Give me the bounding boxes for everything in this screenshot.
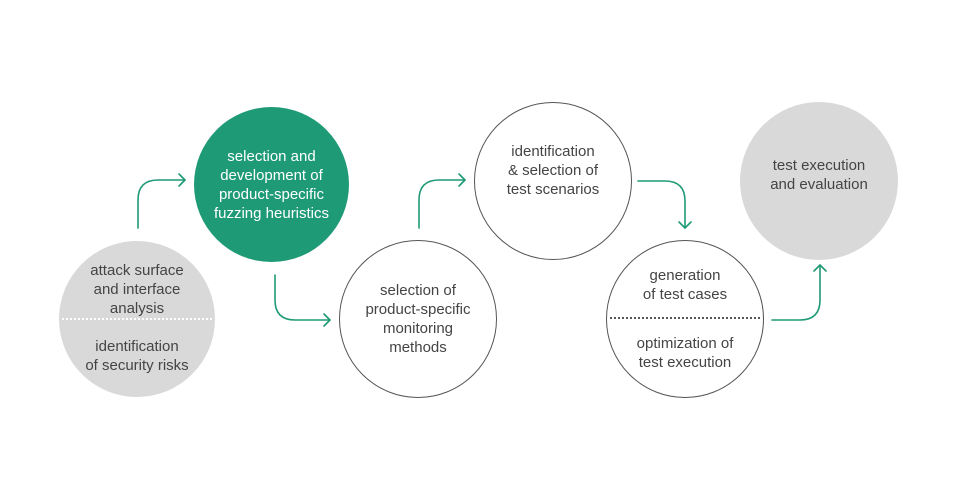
arrowhead-3-to-4 — [458, 173, 466, 187]
node1-top-line-2: and interface — [93, 281, 181, 298]
arrowhead-5-to-6 — [813, 264, 827, 272]
arrow-1-to-2 — [137, 179, 186, 229]
node5-top-line-1: generation — [649, 267, 721, 284]
node5-bottom-line-2: test execution — [638, 354, 732, 371]
node4-line-3: test scenarios — [506, 180, 600, 198]
node1-divider — [62, 318, 212, 320]
node2-line-4: fuzzing heuristics — [213, 204, 330, 222]
node2-line-2: development of — [220, 166, 323, 184]
node4-line-2: & selection of — [507, 161, 599, 179]
node5-top-line-2: of test cases — [642, 286, 728, 303]
node-fuzzing-heuristics: selection and development of product-spe… — [194, 107, 349, 262]
node3-line-3: monitoring — [382, 320, 454, 337]
arrowhead-1-to-2 — [178, 173, 186, 187]
node5-divider — [610, 317, 760, 319]
node-test-execution-evaluation: test execution and evaluation — [740, 102, 898, 260]
node3-line-4: methods — [389, 339, 447, 356]
node-test-cases: generation of test cases optimization of… — [606, 240, 764, 398]
arrowhead-4-to-5 — [678, 221, 692, 229]
node1-bottom-line-2: of security risks — [85, 357, 189, 374]
node3-line-1: selection of — [380, 282, 456, 299]
node-test-scenarios: identification & selection of test scena… — [474, 102, 632, 260]
node1-top-line-1: attack surface — [90, 262, 184, 279]
arrow-4-to-5 — [637, 180, 686, 229]
node1-bottom-line-1: identification — [95, 338, 179, 355]
node1-top-line-3: analysis — [109, 300, 165, 317]
arrow-3-to-4 — [418, 179, 466, 229]
arrow-5-to-6 — [771, 264, 821, 321]
node6-line-1: test execution — [772, 157, 866, 174]
node-monitoring-methods: selection of product-specific monitoring… — [339, 240, 497, 398]
arrowhead-2-to-3 — [323, 313, 331, 327]
node6-line-2: and evaluation — [770, 176, 868, 193]
node3-line-2: product-specific — [365, 301, 471, 318]
node5-bottom-line-1: optimization of — [636, 335, 734, 352]
node4-line-1: identification — [511, 142, 595, 160]
arrow-2-to-3 — [274, 274, 331, 321]
node2-line-3: product-specific — [218, 185, 325, 203]
node2-line-1: selection and — [227, 147, 316, 165]
